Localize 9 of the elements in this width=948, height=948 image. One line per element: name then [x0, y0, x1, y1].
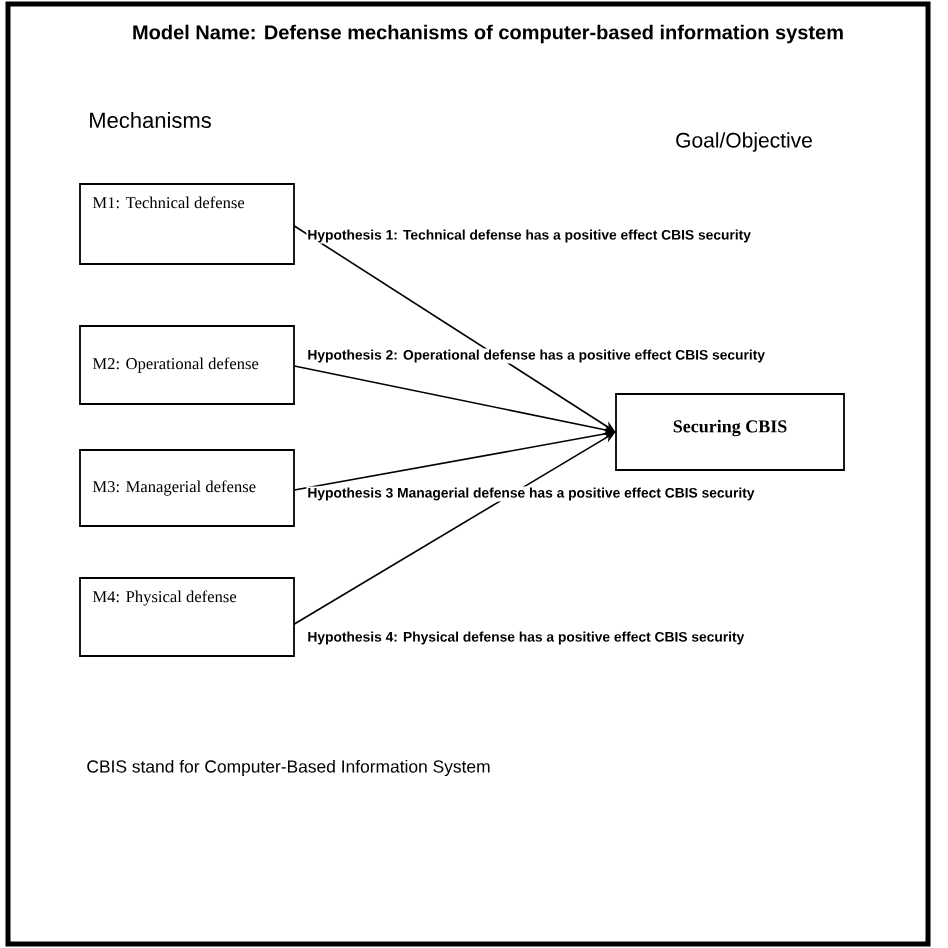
- column-heading: Goal/Objective: [676, 132, 812, 152]
- goal-box: Securing CBIS: [615, 393, 845, 471]
- mechanism-box: M2: Operational defense: [79, 325, 295, 405]
- mechanism-box: M4: Physical defense: [79, 577, 295, 657]
- note: CBIS stand for Computer-Based Information System: [87, 759, 490, 777]
- title: Model Name: Defense mechanisms of computer-based information system: [133, 24, 843, 44]
- mechanism-box: M3: Managerial defense: [79, 449, 295, 527]
- column-heading: Mechanisms: [90, 111, 211, 129]
- mechanism-box: M1: Technical defense: [79, 183, 295, 265]
